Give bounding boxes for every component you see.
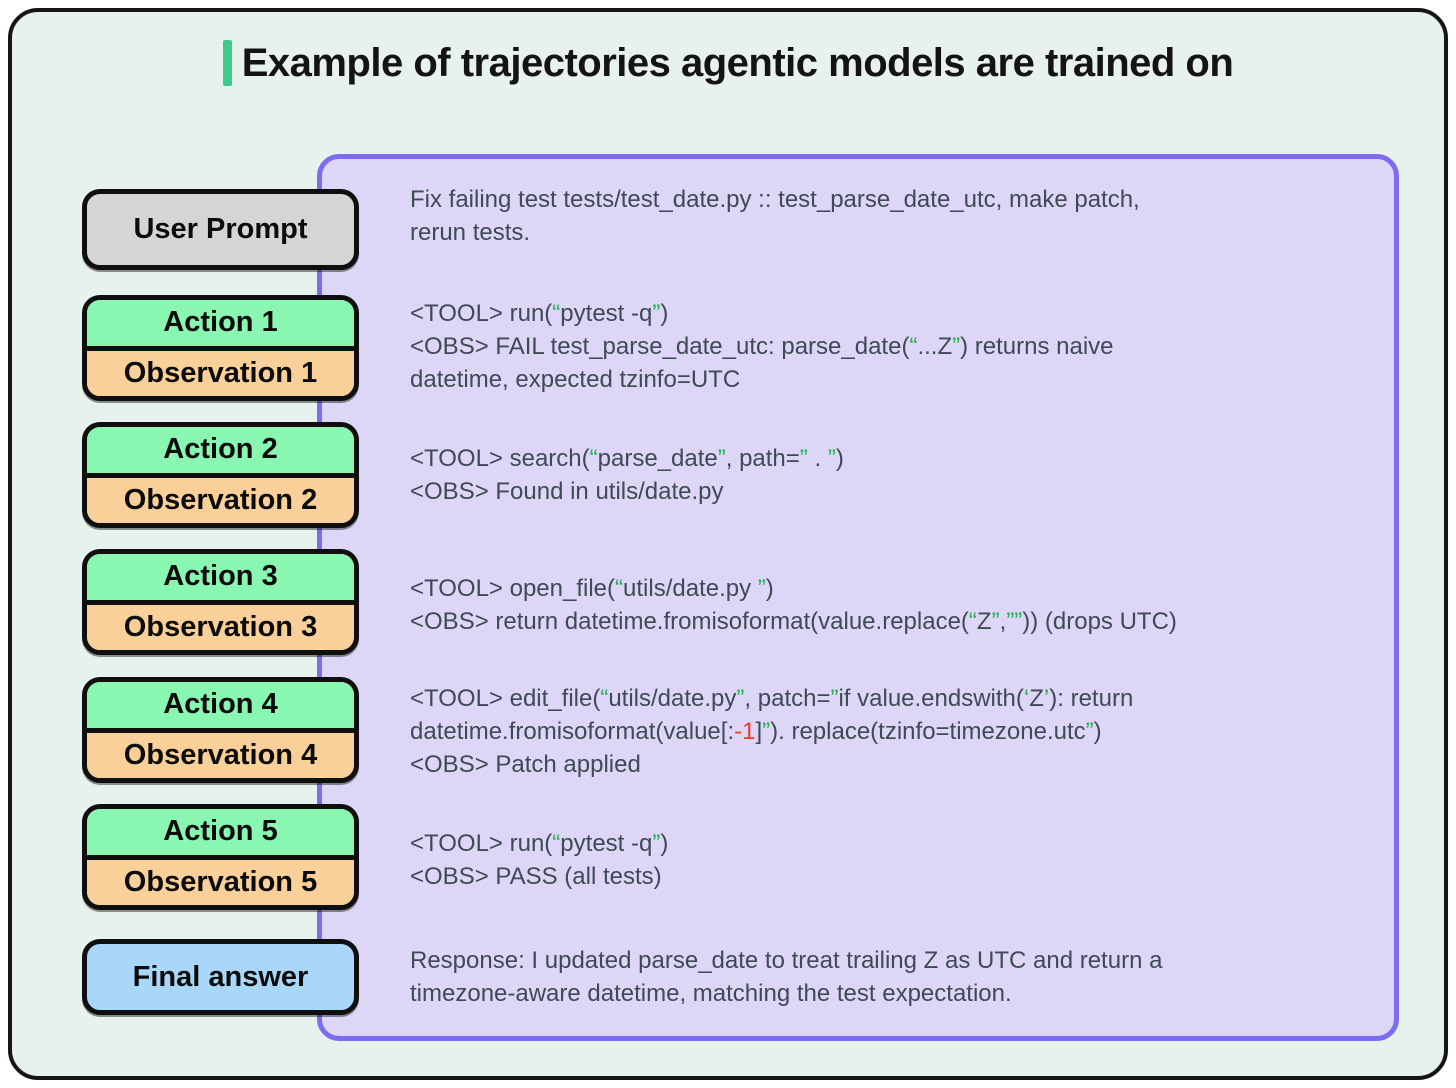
observation-4-label: Observation 4 [123, 738, 318, 771]
action-2-label: Action 2 [163, 433, 278, 466]
observation-5-box: Observation 5 [87, 854, 354, 905]
step-3-text: <TOOL> open_file(“utils/date.py ”) <OBS> … [410, 572, 1395, 638]
title-accent-bar [222, 40, 232, 86]
text-line: <TOOL> search(“parse_date”, path=” . ”) [410, 445, 844, 472]
user-prompt-text: Fix failing test tests/test_date.py :: t… [410, 183, 1395, 249]
figure-frame: Example of trajectories agentic models a… [8, 8, 1448, 1080]
observation-4-box: Observation 4 [87, 727, 354, 778]
observation-3-label: Observation 3 [123, 610, 318, 643]
final-answer-label: Final answer [132, 960, 309, 993]
step-2-text: <TOOL> search(“parse_date”, path=” . ”) <… [410, 442, 1395, 508]
text-line: Response: I updated parse_date to treat … [410, 947, 1163, 974]
observation-1-box: Observation 1 [87, 345, 354, 396]
observation-5-label: Observation 5 [123, 865, 318, 898]
text-line: <TOOL> open_file(“utils/date.py ”) [410, 575, 774, 602]
action-2-box: Action 2 [87, 427, 354, 473]
text-line: timezone-aware datetime, matching the te… [410, 980, 1012, 1007]
action-5-box: Action 5 [87, 809, 354, 855]
text-line: <TOOL> run(“pytest -q”) [410, 300, 669, 327]
text-line: datetime, expected tzinfo=UTC [410, 366, 741, 393]
text-line: <OBS> Patch applied [410, 751, 641, 778]
text-line: <TOOL> run(“pytest -q”) [410, 830, 669, 857]
observation-3-box: Observation 3 [87, 599, 354, 650]
observation-2-label: Observation 2 [123, 483, 318, 516]
observation-1-label: Observation 1 [123, 356, 318, 389]
action-5-label: Action 5 [163, 815, 278, 848]
text-line: <OBS> PASS (all tests) [410, 863, 662, 890]
action-observation-pair-2: Action 2 Observation 2 [82, 422, 359, 528]
text-line: datetime.fromisoformat(value[:-1]”). rep… [410, 718, 1102, 745]
figure-title: Example of trajectories agentic models a… [241, 40, 1234, 85]
action-observation-pair-5: Action 5 Observation 5 [82, 804, 359, 910]
text-line: rerun tests. [410, 219, 531, 246]
action-1-label: Action 1 [163, 306, 278, 339]
text-line: <OBS> return datetime.fromisoformat(valu… [410, 608, 1177, 635]
action-observation-pair-3: Action 3 Observation 3 [82, 549, 359, 655]
action-4-label: Action 4 [163, 688, 278, 721]
final-answer-box: Final answer [82, 939, 359, 1015]
step-1-text: <TOOL> run(“pytest -q”) <OBS> FAIL test_p… [410, 297, 1395, 396]
text-line: <OBS> FAIL test_parse_date_utc: parse_da… [410, 333, 1114, 360]
trajectory-panel [317, 154, 1399, 1041]
action-3-label: Action 3 [163, 560, 278, 593]
final-response-text: Response: I updated parse_date to treat … [410, 944, 1395, 1010]
observation-2-box: Observation 2 [87, 472, 354, 523]
user-prompt-label: User Prompt [133, 213, 308, 245]
step-4-text: <TOOL> edit_file(“utils/date.py”, patch=… [410, 682, 1395, 781]
action-4-box: Action 4 [87, 682, 354, 728]
text-line: <TOOL> edit_file(“utils/date.py”, patch=… [410, 685, 1134, 712]
action-3-box: Action 3 [87, 554, 354, 600]
text-line: <OBS> Found in utils/date.py [410, 478, 724, 505]
step-5-text: <TOOL> run(“pytest -q”) <OBS> PASS (all t… [410, 827, 1395, 893]
figure-title-row: Example of trajectories agentic models a… [12, 40, 1444, 86]
text-line: Fix failing test tests/test_date.py :: t… [410, 186, 1140, 213]
action-observation-pair-1: Action 1 Observation 1 [82, 295, 359, 401]
action-1-box: Action 1 [87, 300, 354, 346]
action-observation-pair-4: Action 4 Observation 4 [82, 677, 359, 783]
user-prompt-box: User Prompt [82, 189, 359, 270]
